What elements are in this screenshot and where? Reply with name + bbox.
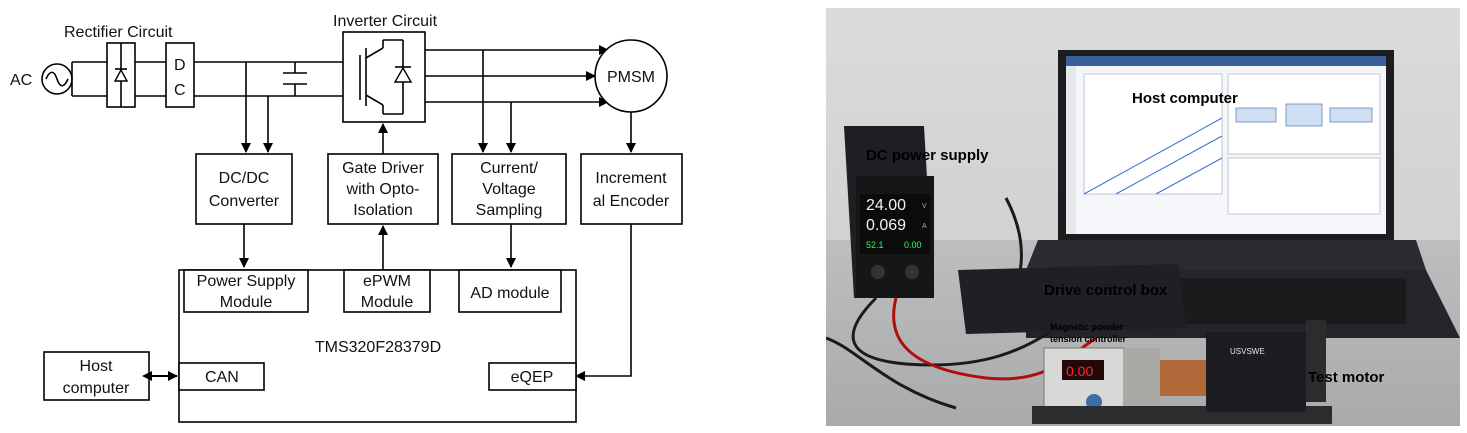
ac-label: AC bbox=[10, 72, 32, 89]
laptop bbox=[1026, 50, 1460, 338]
sampling-label-1: Current/ bbox=[480, 160, 538, 177]
gate-driver-label-2: with Opto- bbox=[346, 181, 420, 198]
block-diagram: AC Rectifier Circuit D C Inverter Circui… bbox=[10, 13, 683, 423]
encoder-label-2: al Encoder bbox=[593, 193, 670, 210]
dc-power-supply: 24.00 V 0.069 A 52.1 0.00 bbox=[844, 126, 934, 298]
dcdc-label-1: DC/DC bbox=[219, 170, 270, 187]
can-module: CAN bbox=[178, 362, 265, 391]
host-label-1: Host bbox=[80, 358, 113, 375]
motor-test-rig: USVSWE bbox=[1032, 320, 1332, 424]
eqep-module: eQEP bbox=[488, 362, 577, 391]
dc-filter-block: D C bbox=[165, 42, 195, 108]
psu-power-display: 52.1 bbox=[866, 240, 884, 250]
motor-brand-label: USVSWE bbox=[1230, 347, 1265, 356]
gate-driver-label-1: Gate Driver bbox=[342, 160, 424, 177]
drive-control-box-photo-label: Drive control box bbox=[1044, 282, 1168, 299]
host-computer-photo-label: Host computer bbox=[1132, 90, 1238, 107]
epwm-label-1: ePWM bbox=[363, 273, 411, 290]
psu-voltage-display: 24.00 bbox=[866, 197, 906, 214]
dcdc-label-2: Converter bbox=[209, 193, 280, 210]
psu-amp-unit: A bbox=[922, 223, 927, 230]
test-motor-photo-label: Test motor bbox=[1308, 369, 1385, 386]
dc-filter-label-c: C bbox=[174, 82, 186, 99]
dc-filter-label-d: D bbox=[174, 57, 186, 74]
power-module-label-2: Module bbox=[220, 294, 273, 311]
rectifier-label: Rectifier Circuit bbox=[64, 24, 173, 41]
encoder-label-1: Increment bbox=[595, 170, 667, 187]
gate-driver-block: Gate Driver with Opto- Isolation bbox=[327, 153, 439, 225]
pmsm-motor: PMSM bbox=[594, 39, 668, 113]
encoder-to-eqep-line bbox=[575, 224, 632, 381]
psu-volt-unit: V bbox=[922, 203, 927, 210]
drive-control-box bbox=[958, 264, 1186, 334]
dc-link-capacitor bbox=[283, 62, 307, 96]
dc-power-supply-photo-label: DC power supply bbox=[866, 147, 989, 164]
tension-controller-display: 0.00 bbox=[1066, 363, 1093, 379]
gate-driver-label-3: Isolation bbox=[353, 202, 413, 219]
ad-label: AD module bbox=[470, 285, 549, 302]
sampling-label-3: Sampling bbox=[476, 202, 543, 219]
ad-module: AD module bbox=[458, 269, 562, 313]
encoder-block: Increment al Encoder bbox=[580, 153, 683, 225]
psu-current-display: 0.069 bbox=[866, 217, 906, 234]
power-module-label-1: Power Supply bbox=[197, 273, 296, 290]
inverter-label: Inverter Circuit bbox=[333, 13, 438, 30]
host-label-2: computer bbox=[63, 380, 130, 397]
host-computer-block: Host computer bbox=[43, 351, 150, 401]
eqep-label: eQEP bbox=[511, 369, 554, 386]
sampling-label-2: Voltage bbox=[482, 181, 535, 198]
test-bench-photo: Host computer 24.00 V 0.069 A 52.1 0.00 … bbox=[826, 8, 1460, 426]
rectifier-block bbox=[106, 42, 136, 108]
tension-controller-photo-label-2: tension controller bbox=[1050, 334, 1127, 344]
sampling-block: Current/ Voltage Sampling bbox=[451, 153, 567, 225]
epwm-label-2: Module bbox=[361, 294, 414, 311]
epwm-module: ePWM Module bbox=[343, 269, 431, 313]
psu-power2-display: 0.00 bbox=[904, 240, 922, 250]
can-label: CAN bbox=[205, 369, 239, 386]
pmsm-label: PMSM bbox=[607, 69, 655, 86]
power-supply-module: Power Supply Module bbox=[183, 269, 309, 313]
dcdc-converter-block: DC/DC Converter bbox=[195, 153, 293, 225]
phase-output-wires bbox=[425, 45, 609, 107]
inverter-block bbox=[342, 31, 426, 123]
ac-source-symbol bbox=[41, 63, 73, 95]
tension-controller-photo-label-1: Magnetic powder bbox=[1050, 322, 1124, 332]
dsp-label: TMS320F28379D bbox=[315, 339, 441, 356]
